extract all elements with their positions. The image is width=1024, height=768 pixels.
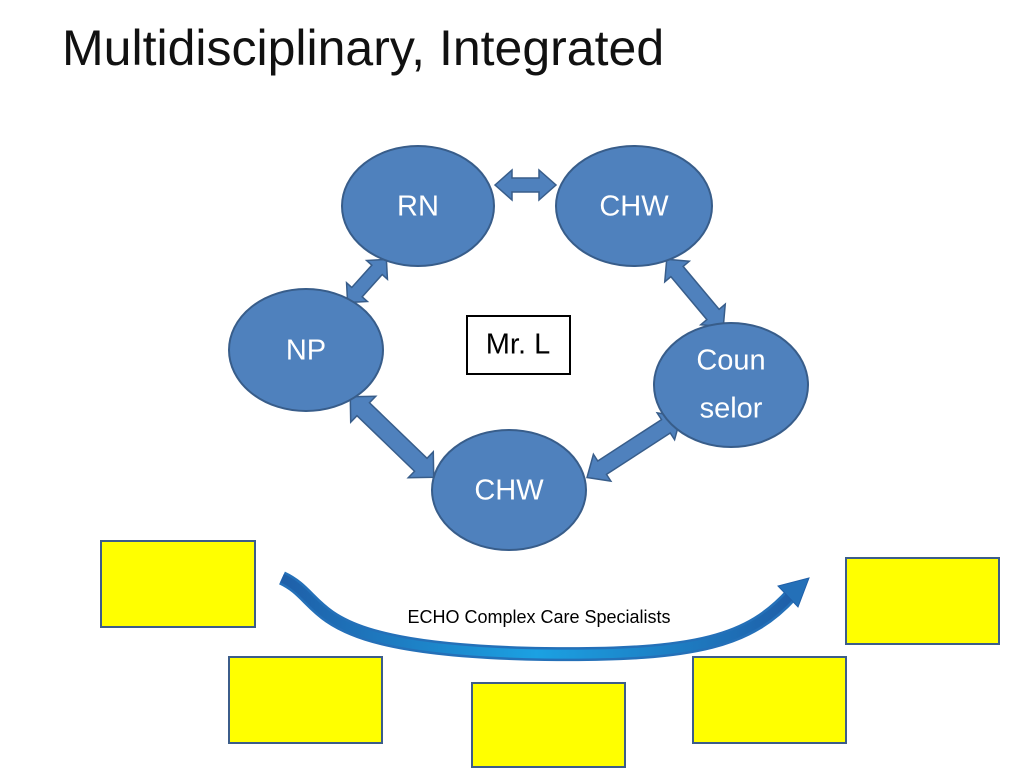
specialist-box-3 <box>471 682 626 768</box>
node-chw-bottom: CHW <box>431 429 587 551</box>
node-chw-bottom-label: CHW <box>474 475 544 507</box>
node-counselor-label-line1: Coun <box>696 345 765 377</box>
arrow-np-chw <box>349 395 435 479</box>
arrow-rn-chw <box>493 168 558 202</box>
node-chw-top: CHW <box>555 145 713 267</box>
patient-label: Mr. L <box>486 329 550 361</box>
node-chw-top-label: CHW <box>599 191 669 223</box>
node-rn: RN <box>341 145 495 267</box>
specialist-box-2 <box>228 656 383 744</box>
node-np: NP <box>228 288 384 412</box>
patient-box: Mr. L <box>466 315 571 375</box>
echo-arc-label: ECHO Complex Care Specialists <box>407 607 670 627</box>
node-counselor-label-line2: selor <box>700 393 763 425</box>
node-counselor: Coun selor <box>653 322 809 448</box>
slide-title: Multidisciplinary, Integrated <box>62 20 665 76</box>
echo-curved-arrow <box>278 571 810 662</box>
specialist-box-4 <box>692 656 847 744</box>
node-np-label: NP <box>286 335 326 367</box>
node-rn-label: RN <box>397 191 439 223</box>
specialist-box-1 <box>100 540 256 628</box>
specialist-box-5 <box>845 557 1000 645</box>
